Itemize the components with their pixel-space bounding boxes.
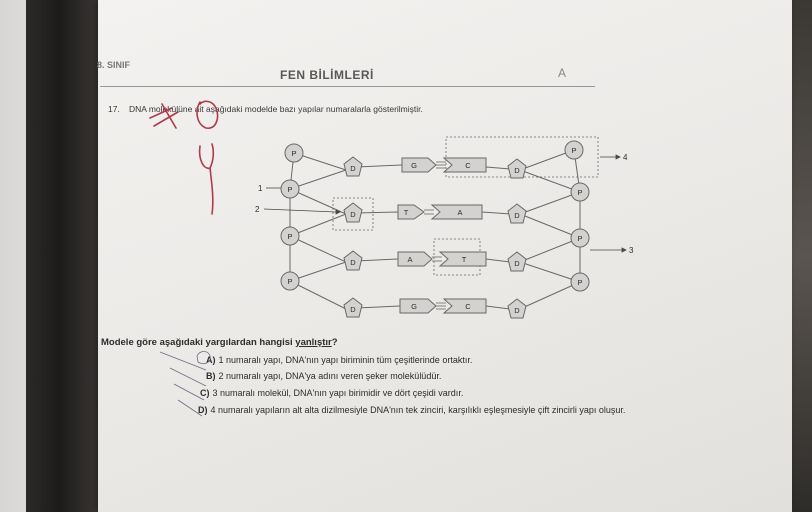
svg-text:D: D [514,259,520,268]
base-right: C [442,298,487,314]
base-left: G [401,157,437,173]
option-d[interactable]: D)4 numaralı yapıların alt alta dizilmes… [198,405,626,415]
pencil-stroke-icon [177,399,203,417]
svg-text:D: D [514,166,520,175]
pencil-stroke-icon [159,351,207,371]
dashed-box-sugar [332,197,374,231]
sugar-pentagon: D [343,250,363,271]
sugar-pentagon: D [507,298,527,319]
svg-text:P: P [287,185,292,194]
svg-text:G: G [411,161,417,170]
svg-text:P: P [577,278,582,287]
header-divider [100,86,595,87]
phosphate-group: P P P P P P P P [280,140,590,292]
phosphate-circle: P [570,182,590,202]
sugar-pentagon: D [343,202,363,223]
pointer-label-1: 1 [258,184,263,193]
base-left: G [399,298,437,314]
svg-text:D: D [514,211,520,220]
svg-text:D: D [350,258,356,267]
option-c[interactable]: C)3 numaralı molekül, DNA'nın yapı birim… [200,388,464,398]
svg-text:D: D [350,305,356,314]
pencil-stroke-icon [173,383,205,401]
svg-text:P: P [287,277,292,286]
base-right: T [438,251,487,267]
svg-text:P: P [291,149,296,158]
circle-mark-icon [196,100,219,129]
pencil-circle-icon [196,351,211,364]
svg-text:T: T [404,208,409,217]
question-stem: Modele göre aşağıdaki yargılardan hangis… [101,337,338,348]
svg-text:C: C [465,161,471,170]
base-right: C [442,157,487,173]
svg-text:G: G [411,302,417,311]
phosphate-circle: P [564,140,584,160]
sugar-pentagon: D [343,297,363,318]
pointer-label-4: 4 [623,153,628,162]
phosphate-circle: P [280,271,300,291]
svg-text:A: A [457,208,462,217]
cross-mark-icon [149,103,179,129]
base-right-group: C A T C [430,157,487,314]
grade-label: 8. SINIF [97,60,131,70]
pointer-labels: 1 2 3 4 [255,153,634,255]
hydrogen-bonds [424,161,446,310]
answer-mark-icon [198,143,215,215]
base-left: A [397,251,433,267]
pencil-stroke-icon [169,367,207,387]
svg-text:P: P [287,232,292,241]
sugar-pentagon: D [507,251,527,272]
base-left-group: G T A G [397,157,437,314]
pencil-marks [159,351,211,417]
svg-text:P: P [577,188,582,197]
option-a[interactable]: A)1 numaralı yapı, DNA'nın yapı birimini… [206,355,473,365]
svg-text:P: P [571,146,576,155]
background-right [790,0,812,512]
phosphate-circle: P [280,226,300,246]
svg-text:C: C [465,302,471,311]
option-b[interactable]: B)2 numaralı yapı, DNA'ya adını veren şe… [206,371,442,381]
pointer-label-2: 2 [255,205,260,214]
question-text: DNA molekülüne ait aşağıdaki modelde baz… [129,104,423,114]
binder-spine [26,0,100,512]
sugar-pentagon: D [507,203,527,224]
base-left: T [397,204,425,220]
svg-text:P: P [577,234,582,243]
svg-text:D: D [350,164,356,173]
sugar-pentagon: D [507,158,527,179]
subject-title: FEN BİLİMLERİ [280,68,374,82]
question-number: 17. [108,104,120,114]
phosphate-circle: P [570,272,590,292]
phosphate-circle: P [284,143,304,163]
svg-text:T: T [462,255,467,264]
base-right: A [430,204,483,220]
phosphate-circle: P [280,179,300,199]
phosphate-circle: P [570,228,590,248]
svg-text:D: D [350,210,356,219]
booklet-letter: A [558,66,567,80]
svg-text:D: D [514,306,520,315]
svg-text:A: A [407,255,412,264]
red-pen-marks [149,100,219,215]
sugar-group: D D D D D D D D [343,156,527,319]
pointer-label-3: 3 [629,246,634,255]
sugar-pentagon: D [343,156,363,177]
